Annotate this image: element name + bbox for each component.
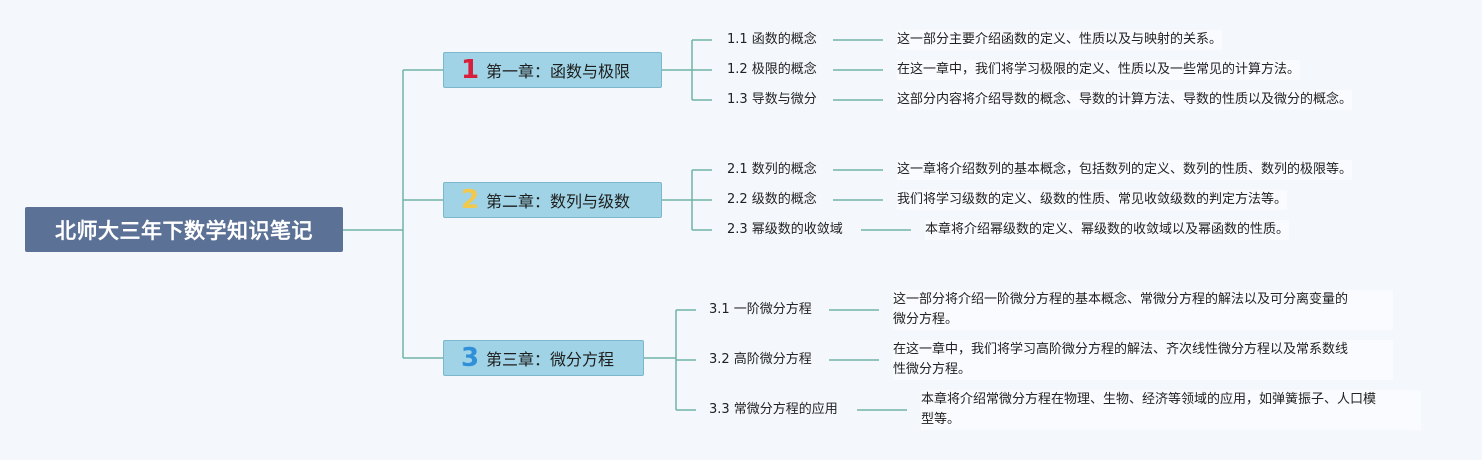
section-desc-3-2-line-1: 在这一章中，我们将学习高阶微分方程的解法、齐次线性微分方程以及常系数线 bbox=[893, 342, 1349, 357]
section-label-2-1[interactable]: 2.1 数列的概念 bbox=[727, 162, 817, 177]
section-label-2-3[interactable]: 2.3 幂级数的收敛域 bbox=[727, 222, 843, 237]
chapter-node-1[interactable]: 1 第一章：函数与极限 bbox=[443, 52, 662, 88]
section-label-2-2[interactable]: 2.2 级数的概念 bbox=[727, 192, 817, 207]
chapter-number-3: 3 bbox=[460, 343, 480, 373]
chapter-title-3: 第三章：微分方程 bbox=[486, 350, 615, 369]
section-desc-1-2: 在这一章中，我们将学习极限的定义、性质以及一些常见的计算方法。 bbox=[897, 60, 1301, 80]
section-label-3-2[interactable]: 3.2 高阶微分方程 bbox=[709, 352, 812, 367]
section-desc-2-2: 我们将学习级数的定义、级数的性质、常见收敛级数的判定方法等。 bbox=[897, 190, 1288, 210]
chapter-node-2[interactable]: 2 第二章：数列与级数 bbox=[443, 182, 662, 218]
chapter-title-2: 第二章：数列与级数 bbox=[486, 192, 631, 211]
section-label-3-1[interactable]: 3.1 一阶微分方程 bbox=[709, 302, 812, 317]
section-desc-3-2: 在这一章中，我们将学习高阶微分方程的解法、齐次线性微分方程以及常系数线 性微分方… bbox=[893, 340, 1393, 380]
chapter-number-1: 1 bbox=[460, 55, 480, 85]
root-title: 北师大三年下数学知识笔记 bbox=[55, 218, 313, 243]
section-desc-2-1: 这一章将介绍数列的基本概念，包括数列的定义、数列的性质、数列的极限等。 bbox=[897, 160, 1353, 180]
section-desc-3-3-line-2: 型等。 bbox=[921, 412, 961, 427]
section-desc-1-3: 这部分内容将介绍导数的概念、导数的计算方法、导数的性质以及微分的概念。 bbox=[897, 90, 1353, 110]
chapter-number-2: 2 bbox=[460, 185, 480, 215]
section-label-1-2[interactable]: 1.2 极限的概念 bbox=[727, 62, 817, 77]
root-node[interactable]: 北师大三年下数学知识笔记 bbox=[25, 207, 343, 252]
section-desc-3-3: 本章将介绍常微分方程在物理、生物、经济等领域的应用，如弹簧振子、人口模 型等。 bbox=[921, 390, 1421, 430]
section-desc-2-3: 本章将介绍幂级数的定义、幂级数的收敛域以及幂函数的性质。 bbox=[925, 220, 1290, 240]
section-label-1-3[interactable]: 1.3 导数与微分 bbox=[727, 92, 817, 107]
section-desc-3-1-line-2: 微分方程。 bbox=[893, 312, 959, 327]
chapter-title-1: 第一章：函数与极限 bbox=[486, 62, 631, 81]
section-desc-3-1: 这一部分将介绍一阶微分方程的基本概念、常微分方程的解法以及可分离变量的 微分方程… bbox=[893, 290, 1393, 330]
section-label-3-3[interactable]: 3.3 常微分方程的应用 bbox=[709, 402, 838, 417]
section-desc-3-2-line-2: 性微分方程。 bbox=[893, 362, 972, 377]
section-label-1-1[interactable]: 1.1 函数的概念 bbox=[727, 32, 817, 47]
section-desc-3-1-line-1: 这一部分将介绍一阶微分方程的基本概念、常微分方程的解法以及可分离变量的 bbox=[893, 292, 1349, 307]
chapter-node-3[interactable]: 3 第三章：微分方程 bbox=[443, 340, 644, 376]
section-desc-1-1: 这一部分主要介绍函数的定义、性质以及与映射的关系。 bbox=[897, 30, 1223, 50]
section-desc-3-3-line-1: 本章将介绍常微分方程在物理、生物、经济等领域的应用，如弹簧振子、人口模 bbox=[921, 392, 1377, 407]
